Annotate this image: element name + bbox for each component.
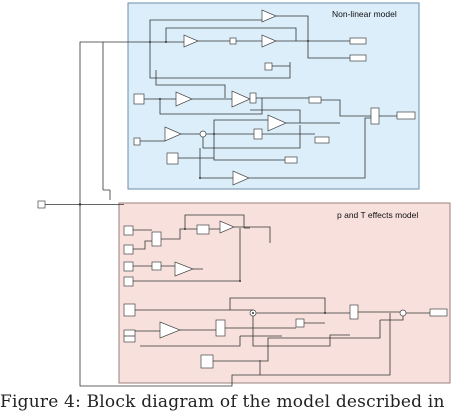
- output-port: [429, 308, 448, 317]
- small-block: [264, 62, 273, 71]
- gain-block: [183, 34, 199, 48]
- p-and-t-effects-wires: [124, 214, 430, 387]
- junction-dot: [78, 203, 82, 206]
- input-block: [123, 244, 134, 255]
- output-port: [308, 96, 322, 104]
- p-and-t-effects-title: p and T effects model: [337, 210, 418, 220]
- small-block: [249, 92, 257, 104]
- small-block: [133, 137, 141, 146]
- sum-block: [199, 130, 207, 138]
- p-and-t-effects-panel: [118, 202, 451, 384]
- output-port: [396, 111, 416, 120]
- gain-block: [219, 220, 235, 234]
- small-block: [295, 318, 305, 328]
- figure-caption: Figure 4: Block diagram of the model des…: [0, 392, 445, 412]
- gain-block: [159, 321, 181, 339]
- gain-block: [267, 114, 287, 132]
- gain-block: [174, 261, 194, 277]
- gain-block: [164, 126, 182, 142]
- non-linear-model-wires: [130, 15, 397, 179]
- input-block: [123, 225, 134, 236]
- input-block: [133, 93, 145, 105]
- input-block: [123, 276, 134, 287]
- input-block: [166, 152, 179, 165]
- output-port: [349, 54, 367, 62]
- output-port: [314, 136, 330, 144]
- input-block: [200, 354, 214, 369]
- block-diagram: Non-linear model p and T effects model: [37, 2, 451, 387]
- external-input-wire: [45, 41, 130, 387]
- external-input-block: [37, 200, 46, 209]
- gain-block: [261, 9, 277, 23]
- output-port: [349, 37, 367, 45]
- small-block: [253, 128, 263, 140]
- small-block: [151, 261, 162, 271]
- input-block: [123, 261, 134, 272]
- small-block: [196, 224, 210, 235]
- small-block: [215, 319, 226, 337]
- small-block: [229, 37, 237, 45]
- input-block: [123, 303, 136, 317]
- mux-block: [370, 107, 380, 125]
- top-feed-wire: [102, 42, 111, 200]
- mux-block: [151, 231, 162, 247]
- non-linear-model-title: Non-linear model: [332, 9, 397, 19]
- sum-block: [399, 309, 407, 317]
- mux-block: [349, 304, 359, 320]
- output-port: [284, 156, 298, 164]
